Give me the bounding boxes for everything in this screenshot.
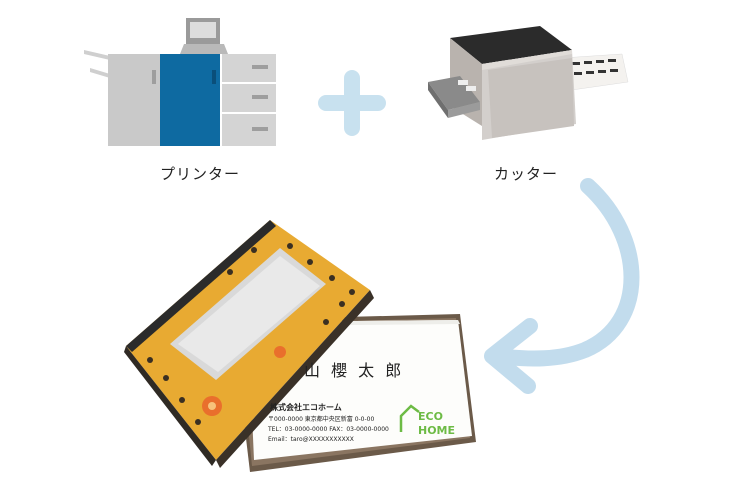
card-phone: TEL：03-0000-0000 FAX：03-0000-0000 [268, 426, 389, 433]
card-name: 山 櫻 太 郎 [304, 361, 405, 380]
eco-logo-line1: ECO [418, 410, 443, 423]
printer-illustration [84, 18, 276, 146]
card-address: 〒000-0000 東京都中央区新富 0-0-00 [268, 416, 375, 423]
eco-logo-line2: HOME [418, 424, 456, 437]
eco-home-logo-icon [399, 404, 420, 432]
card-company: 株式会社エコホーム [270, 403, 342, 412]
curved-arrow [484, 178, 640, 394]
card-box-illustration [124, 220, 476, 472]
cutter-illustration [428, 26, 629, 140]
cutter-label: カッター [494, 165, 559, 183]
printer-label: プリンター [160, 165, 241, 183]
card-email: Email：taro@XXXXXXXXXXX [268, 436, 354, 443]
plus-icon [318, 70, 386, 136]
